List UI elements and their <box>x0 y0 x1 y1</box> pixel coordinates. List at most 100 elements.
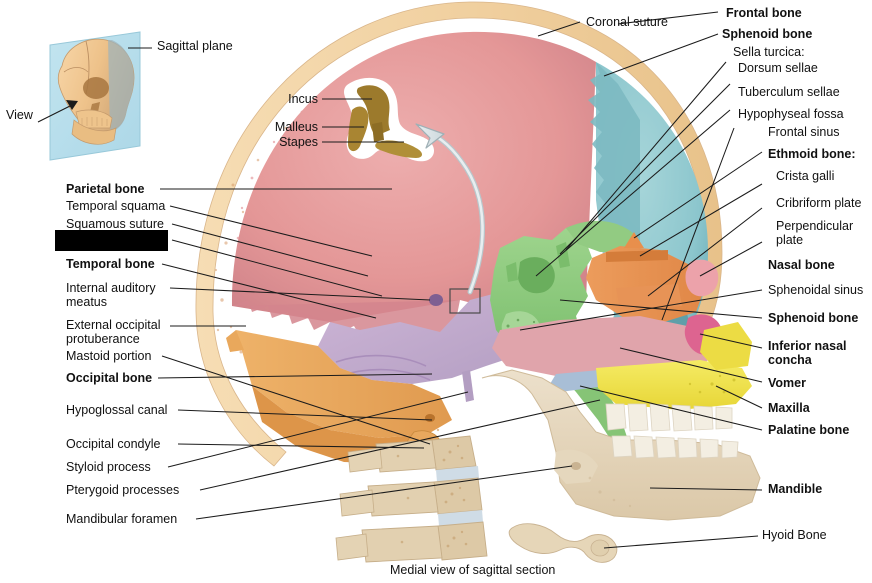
label-hyoid-bone: Hyoid Bone <box>762 528 827 542</box>
external-occipital-protuberance <box>226 330 244 352</box>
cervical-vertebrae <box>335 435 488 563</box>
label-nasal-bone: Nasal bone <box>768 258 835 272</box>
label-temporal-squama: Temporal squama <box>66 199 166 213</box>
dorsum-sellae <box>556 242 570 268</box>
label-occipital-bone: Occipital bone <box>66 371 153 385</box>
orientation-inset <box>37 31 152 161</box>
label-crista-galli: Crista galli <box>776 169 835 183</box>
maxilla-upper <box>700 322 752 370</box>
ossicle-joint <box>372 122 384 142</box>
label-sphenoidal-sinus: Sphenoidal sinus <box>768 283 864 297</box>
inset-maxilla <box>75 109 113 129</box>
tuberculum-sellae <box>506 262 518 282</box>
malleus <box>348 106 369 152</box>
mandible-texture <box>588 476 632 508</box>
intervertebral-disc-2 <box>438 510 483 526</box>
label-mandible: Mandible <box>768 482 823 496</box>
inset-skull-posterior <box>108 40 134 132</box>
hyoid-bone <box>508 523 618 563</box>
label-malleus: Malleus <box>274 120 318 134</box>
inset-nasal-aperture <box>90 102 100 112</box>
label-internal-auditory-meatus: Internal auditory meatus <box>66 281 156 309</box>
perpendicular-plate <box>616 284 682 310</box>
redacted-label-box <box>55 230 168 251</box>
label-incus: Incus <box>288 92 318 106</box>
label-dorsum-sellae: Dorsum sellae <box>738 61 818 75</box>
label-sagittal-plane: Sagittal plane <box>157 39 233 53</box>
label-mandibular-foramen: Mandibular foramen <box>66 512 178 526</box>
label-sella-turcica: Sella turcica: <box>733 45 805 59</box>
label-tuberculum-sellae: Tuberculum sellae <box>738 85 840 99</box>
inset-skull <box>57 38 135 145</box>
spinous-process-3 <box>335 533 369 561</box>
leader-lines-ossicles <box>322 98 404 143</box>
crista-galli <box>624 232 644 248</box>
vertebra-3-arch <box>361 525 443 563</box>
palatine-bone <box>550 370 606 392</box>
label-squamous-suture: Squamous suture <box>66 217 164 231</box>
sphenoid-greater-wing <box>566 220 634 252</box>
inset-teeth <box>81 117 108 126</box>
vertebra-2 <box>433 477 483 515</box>
label-styloid-process: Styloid process <box>66 460 151 474</box>
upper-teeth <box>605 403 733 432</box>
label-pterygoid-processes: Pterygoid processes <box>66 483 180 497</box>
label-parietal-bone: Parietal bone <box>66 182 145 196</box>
inset-orbit <box>83 77 109 99</box>
spinous-process-1 <box>347 447 383 473</box>
inset-temporal-line <box>63 67 89 73</box>
temporal-bone-fill <box>318 290 546 384</box>
label-ethmoid-bone: Ethmoid bone: <box>768 147 856 161</box>
label-external-occipital-protuberance: External occipital protuberance <box>66 318 161 346</box>
maxilla-region <box>596 322 752 410</box>
cribriform-plate <box>606 250 668 262</box>
styloid-process <box>462 370 474 402</box>
label-frontal-bone: Frontal bone <box>726 6 802 20</box>
petrous-ridge-1 <box>335 354 427 367</box>
label-palatine-bone: Palatine bone <box>768 423 850 437</box>
spinous-process-2 <box>339 489 375 517</box>
vertebra-2-arch <box>367 481 439 517</box>
vomer <box>492 316 716 376</box>
label-hypophyseal-fossa: Hypophyseal fossa <box>738 107 844 121</box>
ethmoid-bone-region <box>586 232 704 322</box>
figure-caption: Medial view of sagittal section <box>390 563 556 577</box>
hyoid-body <box>508 523 618 563</box>
mandibular-foramen <box>571 462 581 470</box>
maxilla-texture <box>688 374 736 394</box>
label-perpendicular-plate: Perpendicular plate <box>776 219 854 247</box>
label-frontal-sinus: Frontal sinus <box>768 125 840 139</box>
inset-mandible <box>71 119 117 145</box>
lower-teeth <box>611 435 739 459</box>
label-view: View <box>6 108 33 122</box>
leader-lines-right <box>519 11 763 549</box>
ossicle-magnifier-box <box>449 288 481 314</box>
label-inferior-nasal-concha: Inferior nasal concha <box>768 339 847 367</box>
nasal-bone <box>685 259 719 297</box>
label-mastoid-portion: Mastoid portion <box>66 349 152 363</box>
vertebra-1-arch <box>375 439 437 473</box>
leader-view-arrow <box>37 103 75 123</box>
label-occipital-condyle: Occipital condyle <box>66 437 161 451</box>
vertebra-3 <box>437 521 488 561</box>
hypoglossal-canal <box>425 414 435 422</box>
label-maxilla: Maxilla <box>768 401 810 415</box>
magnifier-arrow-head <box>415 123 445 149</box>
mandible <box>481 369 761 521</box>
intervertebral-disc-1 <box>436 466 479 482</box>
view-arrowhead <box>66 100 78 110</box>
magnification-arrow <box>415 123 485 295</box>
label-stapes: Stapes <box>279 135 318 149</box>
maxilla-fill <box>596 360 752 410</box>
label-temporal-bone: Temporal bone <box>66 257 155 271</box>
internal-auditory-meatus <box>429 294 443 306</box>
vertebra-trabeculae <box>396 444 468 548</box>
leader-coronal-suture <box>537 21 581 37</box>
label-coronal-suture: Coronal suture <box>586 15 668 29</box>
occipital-bone-fill <box>236 330 452 438</box>
vertebra-1 <box>431 435 477 471</box>
label-vomer: Vomer <box>768 376 806 390</box>
stapes <box>375 140 422 158</box>
